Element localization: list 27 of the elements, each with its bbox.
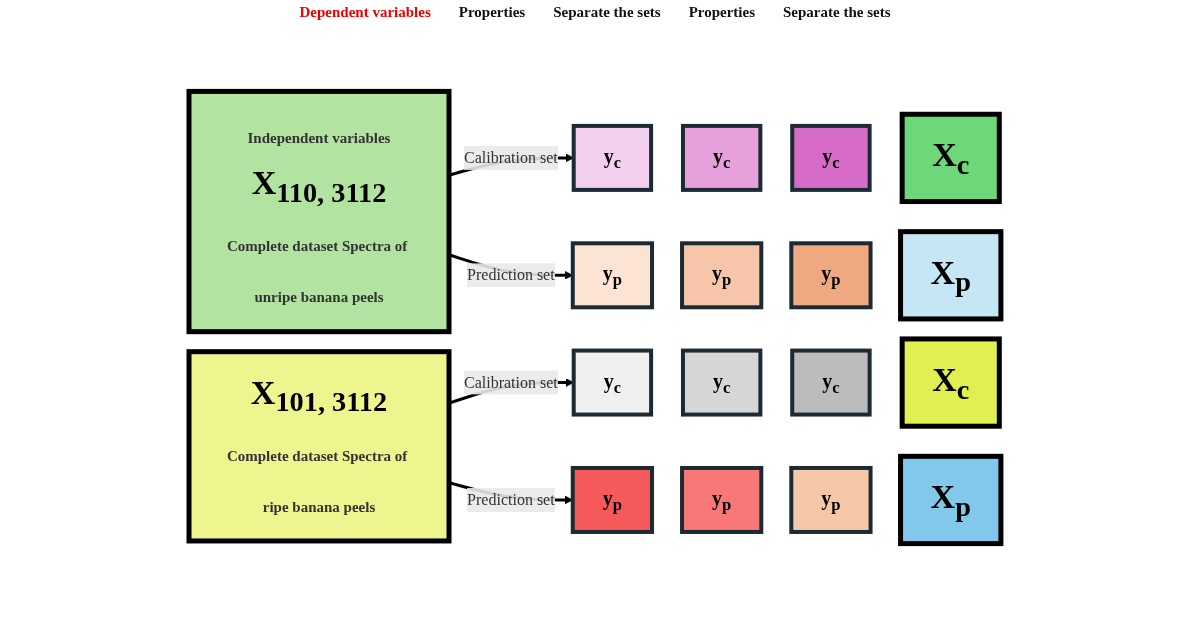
- edge-label: Calibration set: [464, 148, 558, 166]
- node-box: X$_{p}$: [898, 453, 1004, 547]
- node-box: X$_{p}$: [898, 229, 1004, 322]
- node-box: X$_{c}$: [899, 111, 1002, 205]
- node-box: y$_{p}$: [789, 241, 873, 310]
- node-box: y$_{p}$: [680, 465, 764, 534]
- node-box: y$_{c}$: [681, 123, 763, 192]
- node-box: y$_{p}$: [680, 241, 764, 310]
- node-box: X$_{101, 3112}$ Complete dataset Spectra of ripe banana peels: [186, 349, 452, 544]
- node-box: X$_{c}$: [899, 336, 1002, 429]
- node-box: y$_{c}$: [790, 123, 872, 192]
- annotation-text: Properties: [458, 4, 526, 21]
- edge-label: Calibration set: [464, 373, 558, 391]
- node-box: y$_{c}$: [681, 348, 763, 417]
- node-box: y$_{p}$: [789, 465, 873, 534]
- annotation-text: Separate the sets: [783, 4, 891, 21]
- annotation-text: Properties: [688, 4, 755, 21]
- node-box: y$_{p}$: [570, 241, 655, 310]
- node-box: y$_{p}$: [570, 465, 655, 534]
- node-box: y$_{c}$: [790, 348, 872, 417]
- edge-label: Prediction set: [467, 266, 555, 284]
- node-box: y$_{c}$: [571, 123, 654, 192]
- node-box: Independent variables X$_{110, 3112}$ Complete dataset Spectra of unripe banana peels: [186, 88, 452, 335]
- annotation-text: Dependent variables: [299, 4, 431, 21]
- annotation-text: Separate the sets: [553, 4, 661, 21]
- edge-label: Prediction set: [467, 490, 555, 508]
- node-box: y$_{c}$: [571, 348, 654, 417]
